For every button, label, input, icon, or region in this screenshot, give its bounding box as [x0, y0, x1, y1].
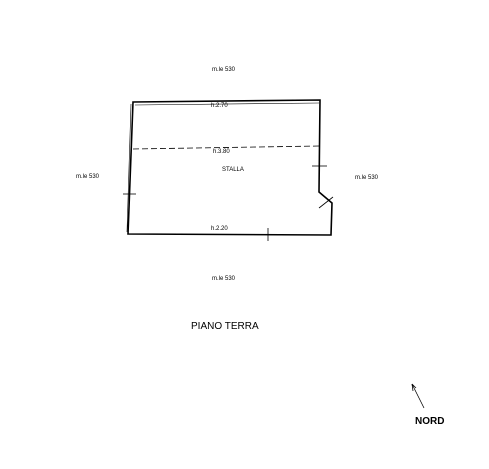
height-label-top: h.2.70	[211, 103, 228, 109]
outline-sketch-line	[134, 102, 320, 106]
adjacent-parcel-east: m.le 530	[355, 175, 379, 181]
adjacent-parcel-west: m.le 530	[76, 174, 100, 180]
room-name: STALLA	[222, 167, 244, 173]
height-label-bottom: h.2.20	[211, 226, 228, 232]
height-label-middle: h.3.80	[213, 149, 230, 155]
wall-tick-mark	[318, 196, 334, 209]
room-outline	[127, 99, 333, 236]
floor-title: PIANO TERRA	[191, 321, 259, 332]
adjacent-parcel-north: m.le 530	[212, 67, 236, 73]
north-label: NORD	[415, 416, 445, 427]
adjacent-parcel-south: m.le 530	[212, 276, 236, 282]
outline-sketch-line	[126, 103, 132, 233]
north-arrow-icon	[411, 383, 425, 409]
dashed-level-line	[132, 145, 320, 150]
